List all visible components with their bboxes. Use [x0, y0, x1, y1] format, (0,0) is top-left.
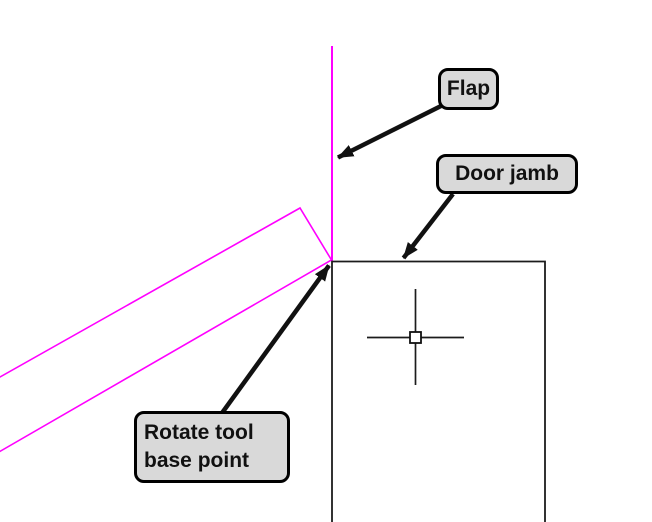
rotate-base-callout-line1: Rotate tool	[144, 421, 254, 444]
pickbox-icon	[409, 331, 422, 344]
door-jamb-callout-label: Door jamb	[455, 162, 559, 185]
door-jamb-callout-arrow	[401, 192, 455, 260]
rotate-base-callout-arrow	[220, 264, 331, 415]
rotate-base-callout-line2: base point	[144, 449, 250, 472]
crosshair-cursor-icon	[367, 289, 464, 385]
rotate-base-callout: Rotate tool base point	[134, 411, 290, 483]
door-jamb-outline[interactable]	[331, 260, 546, 522]
flap-callout: Flap	[438, 68, 499, 110]
flap-callout-label: Flap	[446, 77, 491, 100]
door-jamb-callout: Door jamb	[436, 154, 578, 194]
flap-callout-arrow	[336, 103, 443, 160]
flap-rotated-outline[interactable]	[0, 206, 333, 456]
